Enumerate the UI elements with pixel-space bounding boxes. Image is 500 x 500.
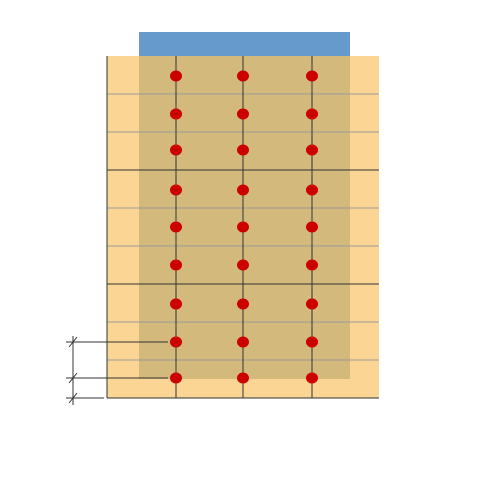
fastener-dot [306, 184, 318, 196]
fastener-dot [170, 144, 182, 156]
fastener-dot [306, 70, 318, 82]
fastener-dot [237, 259, 249, 271]
fastener-dot [170, 372, 182, 384]
dimension-tick [68, 336, 78, 348]
dimension-lines [66, 336, 168, 405]
fastener-dot [237, 144, 249, 156]
fastener-dot [170, 221, 182, 233]
fastener-group [170, 70, 318, 384]
fastener-dot [237, 70, 249, 82]
fastener-dot [170, 336, 182, 348]
dimension-tick [68, 372, 78, 384]
fastener-dot [306, 372, 318, 384]
fastener-dot [306, 221, 318, 233]
fastener-dot [306, 298, 318, 310]
fastener-dot [306, 259, 318, 271]
fastener-dot [170, 70, 182, 82]
fastener-dot [170, 259, 182, 271]
dimension-tick [68, 392, 78, 404]
cap-plate [139, 32, 350, 56]
fastener-dot [237, 221, 249, 233]
fastener-dot [306, 336, 318, 348]
fastener-dot [237, 372, 249, 384]
fastener-dot [237, 184, 249, 196]
fastener-dot [237, 298, 249, 310]
fastener-dot [306, 108, 318, 120]
fastener-dot [306, 144, 318, 156]
fastener-dot [170, 298, 182, 310]
fastener-dot [170, 184, 182, 196]
fastener-dot [237, 108, 249, 120]
fastener-dot [237, 336, 249, 348]
fastener-dot [170, 108, 182, 120]
steel-plate [139, 56, 350, 379]
panel-edges [106, 56, 379, 399]
